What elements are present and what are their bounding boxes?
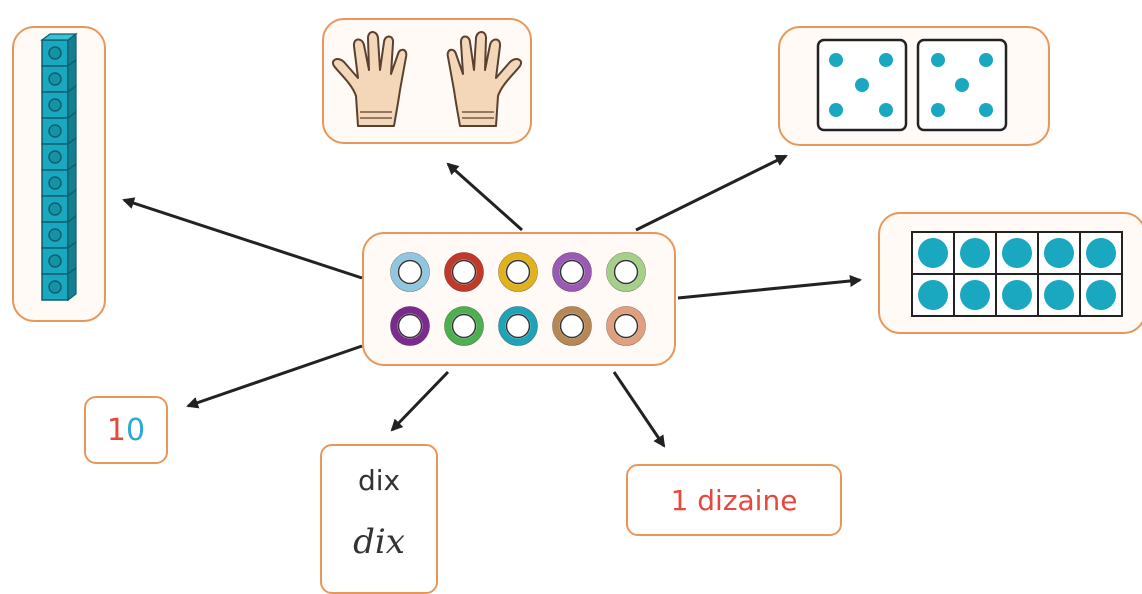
cube-10 [41, 266, 77, 302]
numeral-tens-digit: 1 [106, 412, 126, 448]
cube-top [40, 33, 78, 41]
dizaine-box: 1 dizaine [626, 464, 842, 536]
numeral-units-digit: 0 [126, 412, 146, 448]
arrows [122, 154, 862, 448]
ring-2 [444, 252, 484, 292]
cube-2 [41, 58, 77, 94]
ten-frame-cell [1037, 231, 1081, 275]
ten-frame-cell [953, 231, 997, 275]
ten-frame-cell [911, 231, 955, 275]
word-box: dix dix [320, 444, 438, 594]
ring-1 [390, 252, 430, 292]
ten-frame-cell [995, 231, 1039, 275]
ring-9 [552, 306, 592, 346]
dizaine-label: 1 dizaine [670, 483, 798, 517]
ring-4 [552, 252, 592, 292]
ring-3 [498, 252, 538, 292]
arrow-to-dizaine [612, 371, 666, 448]
arrow-to-cubes [122, 197, 363, 280]
ten-frame-cell [1079, 273, 1123, 317]
cube-9 [41, 240, 77, 276]
word-cursive: dix [353, 522, 405, 562]
ring-10 [606, 306, 646, 346]
ring-7 [444, 306, 484, 346]
hands-icon [332, 31, 522, 127]
ring-6 [390, 306, 430, 346]
ten-frame-cell [953, 273, 997, 317]
right-hand-icon [446, 31, 522, 127]
arrow-to-dice [635, 154, 788, 232]
ring-8 [498, 306, 538, 346]
cube-4 [41, 110, 77, 146]
cube-tower-icon [40, 32, 78, 302]
dice-icon [816, 38, 1008, 132]
arrow-to-ten-frame [677, 275, 862, 300]
word-print: dix [357, 464, 401, 497]
arrow-to-numeral [186, 344, 363, 409]
ten-frame-cell [911, 273, 955, 317]
ten-frame-icon [911, 231, 1123, 317]
left-hand-icon [332, 31, 408, 127]
ten-frame-cell [1037, 273, 1081, 317]
cube-5 [41, 136, 77, 172]
arrow-to-word [390, 370, 450, 432]
ten-frame-cell [1079, 231, 1123, 275]
cube-3 [41, 84, 77, 120]
ten-frame-cell [995, 273, 1039, 317]
arrow-to-hands [446, 162, 523, 232]
rings-icon [390, 252, 646, 346]
ring-5 [606, 252, 646, 292]
